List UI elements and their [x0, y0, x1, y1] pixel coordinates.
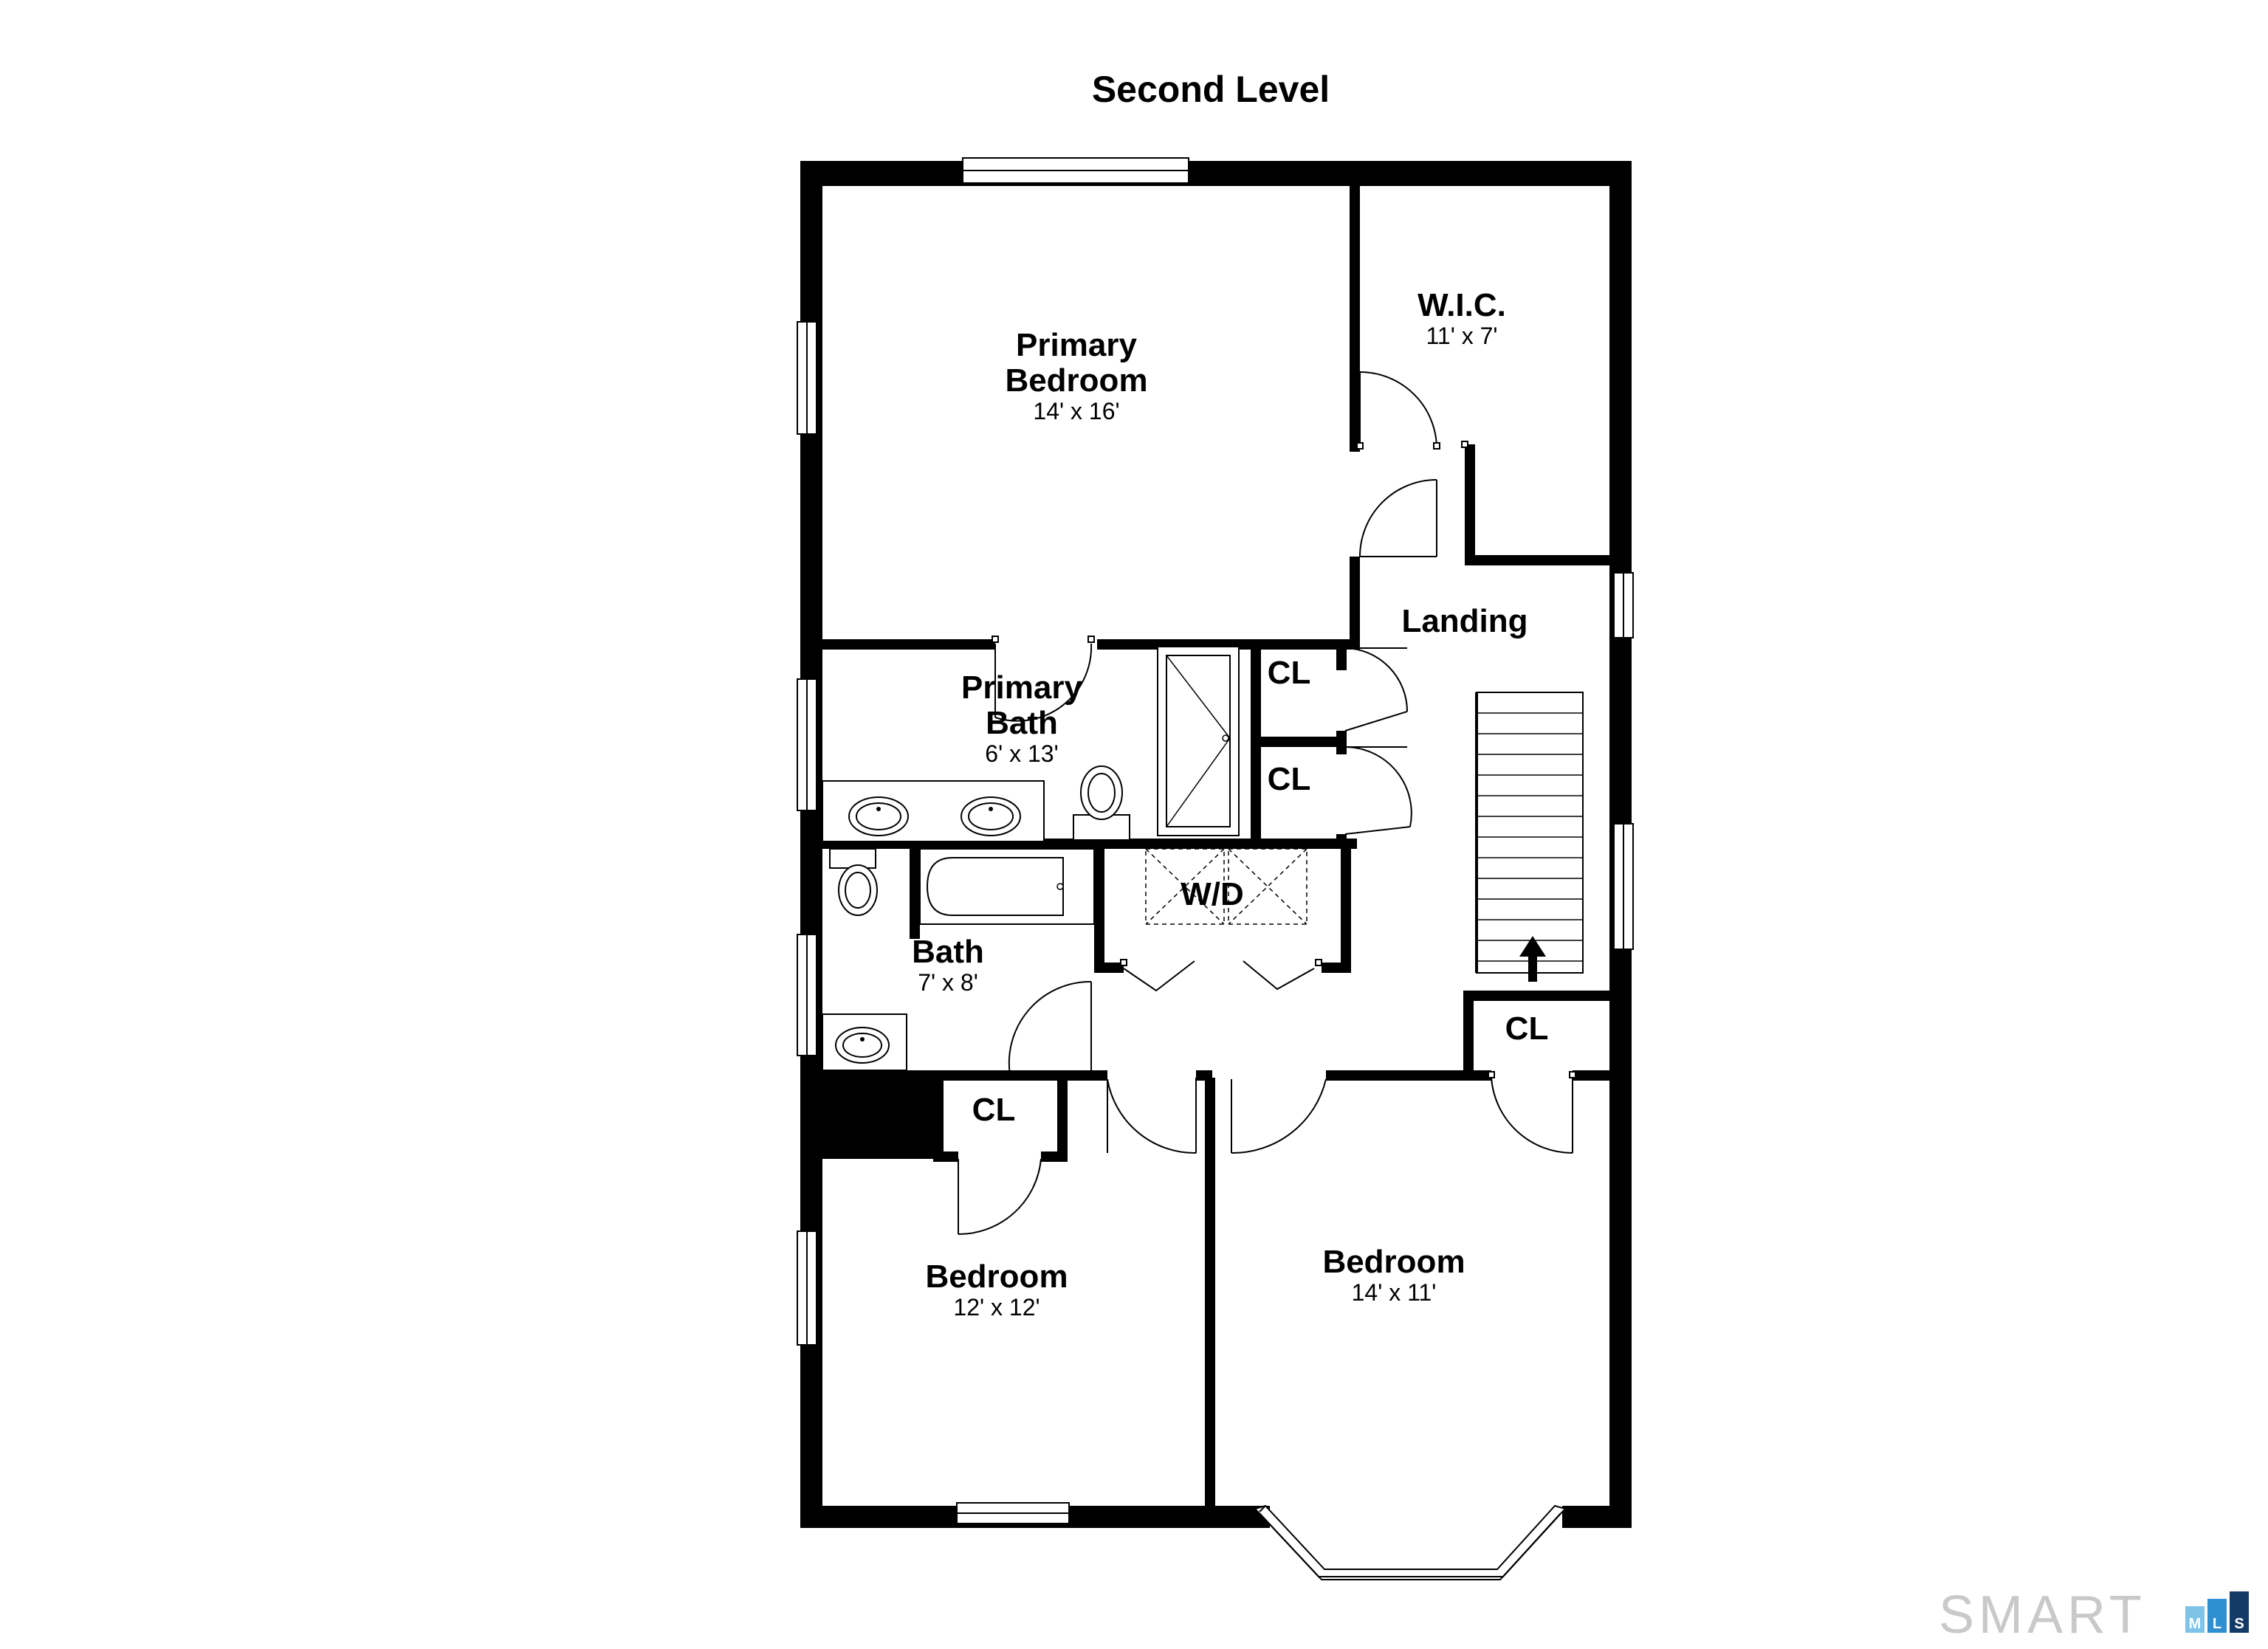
room-bedroom-2-size: 12' x 12' — [953, 1294, 1040, 1321]
room-bedroom-3-size: 14' x 11' — [1352, 1279, 1437, 1306]
room-primary-bath-name-2: Bath — [986, 705, 1058, 741]
room-landing-name: Landing — [1401, 603, 1528, 639]
interior-walls — [819, 183, 1612, 1509]
room-bath-name: Bath — [912, 934, 984, 970]
logo-s-box — [2230, 1591, 2249, 1633]
logo-l-box — [2207, 1599, 2227, 1633]
room-primary-bedroom-name-2: Bedroom — [1005, 362, 1147, 399]
logo-s: S — [2234, 1616, 2244, 1632]
arrow-up-icon — [1519, 936, 1546, 982]
room-closet-1-name: CL — [1268, 655, 1311, 691]
room-wic-size: 11' x 7' — [1426, 323, 1497, 349]
bay-window — [1254, 1504, 1567, 1580]
fixtures — [822, 646, 1584, 1071]
logo-m-box — [2185, 1606, 2205, 1633]
room-labels: Primary Bedroom 14' x 16' W.I.C. 11' x 7… — [912, 287, 1548, 1321]
room-closet-3-name: CL — [972, 1092, 1016, 1128]
logo-m: M — [2189, 1616, 2202, 1632]
plan-title: Second Level — [1092, 69, 1330, 110]
room-primary-bedroom-size: 14' x 16' — [1033, 398, 1119, 424]
doors — [958, 371, 1576, 1236]
smart-mls-logo: SMART M L S — [1939, 1586, 2249, 1645]
room-laundry-name: W/D — [1181, 876, 1244, 912]
logo-text: SMART — [1939, 1586, 2146, 1645]
room-primary-bath-size: 6' x 13' — [985, 740, 1058, 767]
logo-l: L — [2213, 1616, 2221, 1632]
room-primary-bath-name-1: Primary — [961, 669, 1082, 706]
room-closet-4-name: CL — [1505, 1011, 1549, 1047]
room-primary-bedroom-name-1: Primary — [1016, 327, 1137, 363]
windows — [797, 157, 1634, 1524]
room-bedroom-2-name: Bedroom — [925, 1259, 1068, 1295]
room-closet-2-name: CL — [1268, 761, 1311, 797]
room-bedroom-3-name: Bedroom — [1322, 1244, 1465, 1280]
room-bath-size: 7' x 8' — [918, 969, 978, 996]
room-wic-name: W.I.C. — [1418, 287, 1506, 323]
